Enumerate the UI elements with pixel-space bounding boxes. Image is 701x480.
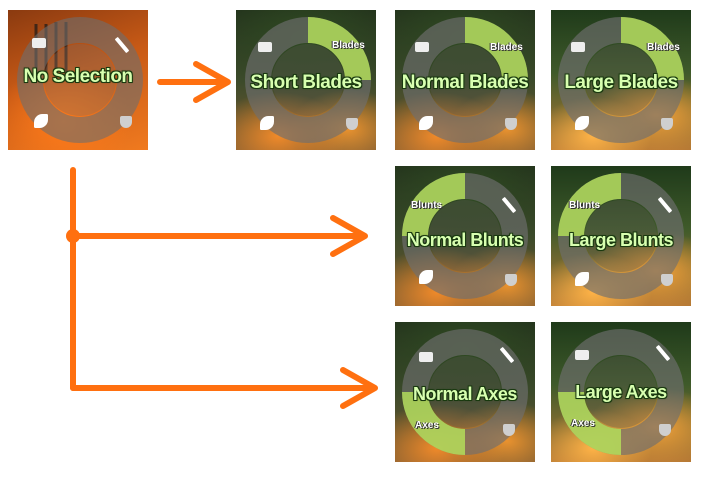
tile-label: Short Blades xyxy=(250,72,362,93)
tile-large-blunts[interactable]: Blunts Large Blunts xyxy=(551,166,691,306)
radial-menu-wheel xyxy=(17,17,143,143)
shield-icon xyxy=(661,118,673,130)
tile-label: Large Axes xyxy=(575,382,667,402)
radial-menu-wheel xyxy=(402,329,528,455)
tile-large-axes[interactable]: Axes Large Axes xyxy=(551,322,691,462)
briefcase-icon xyxy=(415,42,429,52)
axe-icon xyxy=(575,272,589,286)
axe-icon xyxy=(260,116,274,130)
shield-icon xyxy=(661,274,673,286)
shield-icon xyxy=(659,424,671,436)
category-tag: Blades xyxy=(490,42,523,53)
briefcase-icon xyxy=(419,352,433,362)
category-tag: Axes xyxy=(571,418,595,429)
tile-normal-blunts[interactable]: Blunts Normal Blunts xyxy=(395,166,535,306)
category-tag: Blades xyxy=(647,42,680,53)
briefcase-icon xyxy=(258,42,272,52)
axe-icon xyxy=(419,270,433,284)
arrow-to-short-blades xyxy=(157,61,231,103)
radial-menu-wheel xyxy=(558,17,684,143)
category-tag: Axes xyxy=(415,420,439,431)
radial-menu-wheel xyxy=(558,173,684,299)
shield-icon xyxy=(346,118,358,130)
category-tag: Blades xyxy=(332,40,365,51)
tile-no-selection[interactable]: No Selection xyxy=(8,10,148,150)
axe-icon xyxy=(575,116,589,130)
branch-node xyxy=(66,229,80,243)
briefcase-icon xyxy=(575,350,589,360)
category-tag: Blunts xyxy=(411,200,443,211)
axe-icon xyxy=(419,116,433,130)
shield-icon xyxy=(505,274,517,286)
shield-icon xyxy=(503,424,515,436)
arrow-to-normal-blunts xyxy=(70,215,368,257)
shield-icon xyxy=(505,118,517,130)
axe-icon xyxy=(34,114,48,128)
tile-label: No Selection xyxy=(23,66,133,87)
tile-label: Normal Blades xyxy=(401,72,529,93)
tile-normal-axes[interactable]: Axes Normal Axes xyxy=(395,322,535,462)
tile-label: Large Blunts xyxy=(568,230,674,250)
tile-large-blades[interactable]: Blades Large Blades xyxy=(551,10,691,150)
arrow-to-normal-axes xyxy=(70,367,378,409)
radial-menu-wheel xyxy=(402,173,528,299)
radial-menu-wheel xyxy=(402,17,528,143)
category-tag: Blunts xyxy=(569,200,601,211)
tile-label: Normal Axes xyxy=(413,384,517,404)
radial-menu-wheel xyxy=(245,17,371,143)
tile-label: Large Blades xyxy=(564,72,678,93)
radial-menu-wheel xyxy=(558,329,684,455)
briefcase-icon xyxy=(32,38,46,48)
tile-label: Normal Blunts xyxy=(406,230,524,250)
tile-normal-blades[interactable]: Blades Normal Blades xyxy=(395,10,535,150)
tile-short-blades[interactable]: Blades Short Blades xyxy=(236,10,376,150)
briefcase-icon xyxy=(571,42,585,52)
shield-icon xyxy=(120,116,132,128)
